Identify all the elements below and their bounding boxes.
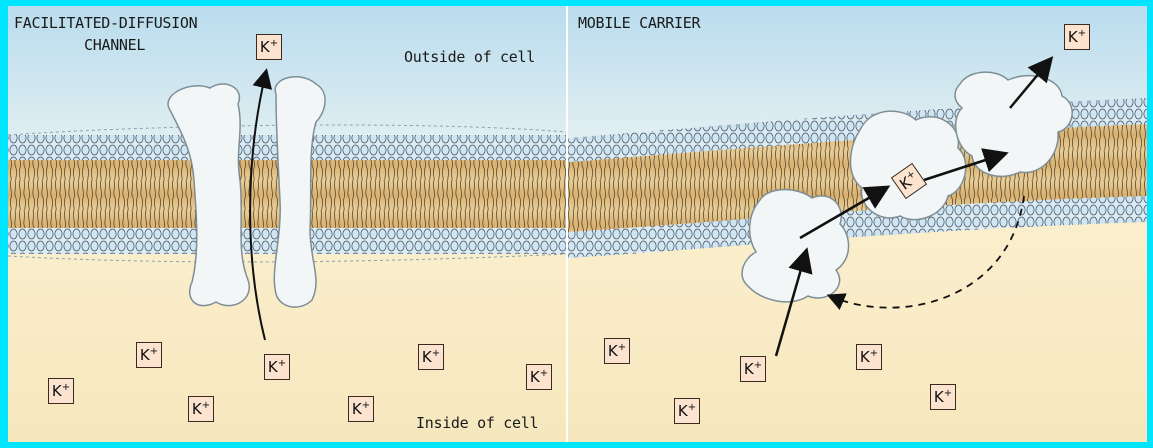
k-ion: K+ xyxy=(264,354,290,380)
k-ion: K+ xyxy=(930,384,956,410)
outside-of-cell-label: Outside of cell xyxy=(404,48,535,66)
carrier-panel xyxy=(568,6,1147,442)
k-ion-outside-channel: K+ xyxy=(256,34,282,60)
inside-of-cell-label: Inside of cell xyxy=(416,414,538,432)
k-ion: K+ xyxy=(418,344,444,370)
channel-title-line2: CHANNEL xyxy=(84,36,145,54)
k-ion: K+ xyxy=(740,356,766,382)
k-ion-outside-carrier: K+ xyxy=(1064,24,1090,50)
channel-title-line1: FACILITATED-DIFFUSION xyxy=(14,14,197,32)
carrier-title: MOBILE CARRIER xyxy=(578,14,700,32)
k-ion: K+ xyxy=(348,396,374,422)
k-ion: K+ xyxy=(526,364,552,390)
k-ion: K+ xyxy=(48,378,74,404)
k-ion: K+ xyxy=(674,398,700,424)
k-ion: K+ xyxy=(604,338,630,364)
k-ion: K+ xyxy=(188,396,214,422)
k-ion: K+ xyxy=(136,342,162,368)
k-ion: K+ xyxy=(856,344,882,370)
